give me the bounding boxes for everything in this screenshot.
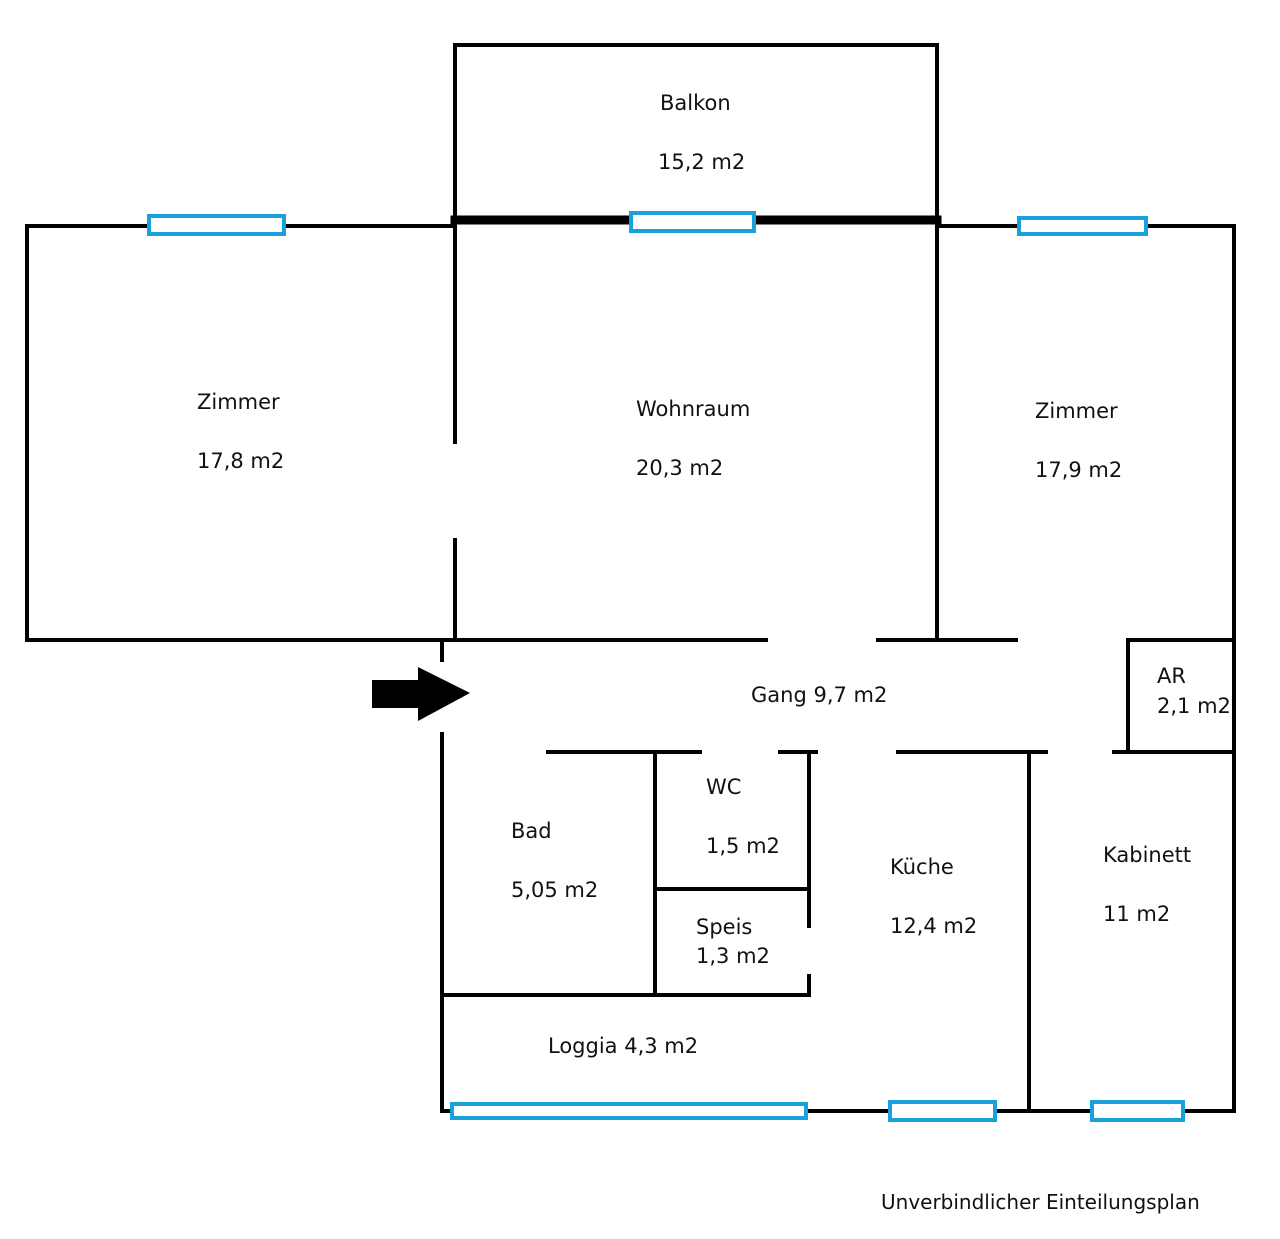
speis-name: Speis: [696, 915, 753, 939]
kabinett-area: 11 m2: [1103, 902, 1171, 926]
ar-name: AR: [1157, 664, 1186, 688]
ar-area: 2,1 m2: [1157, 694, 1231, 718]
balkon-name: Balkon: [660, 91, 731, 115]
zimmer-left-name: Zimmer: [197, 390, 280, 414]
balkon-area: 15,2 m2: [658, 150, 746, 174]
window-top-left: [147, 214, 286, 236]
wc-area: 1,5 m2: [706, 834, 780, 858]
zimmer-left-area: 17,8 m2: [197, 449, 285, 473]
balkon-wall: [453, 43, 939, 224]
plan-caption: Unverbindlicher Einteilungsplan: [881, 1190, 1200, 1214]
loggia-label: Loggia 4,3 m2: [548, 1034, 699, 1058]
walls: [25, 43, 1236, 1113]
window-loggia: [450, 1102, 808, 1120]
window-kueche: [888, 1100, 997, 1122]
arrow-right-icon: [372, 667, 470, 721]
zimmer-right-area: 17,9 m2: [1035, 458, 1123, 482]
speis-area: 1,3 m2: [696, 944, 770, 968]
bad-area: 5,05 m2: [511, 878, 599, 902]
kabinett-name: Kabinett: [1103, 843, 1192, 867]
wohnraum-area: 20,3 m2: [636, 456, 724, 480]
kueche-area: 12,4 m2: [890, 914, 978, 938]
window-balkon-door: [629, 211, 756, 233]
bad-name: Bad: [511, 819, 552, 843]
gang-label: Gang 9,7 m2: [751, 683, 888, 707]
wohnraum-name: Wohnraum: [636, 397, 751, 421]
windows: [147, 211, 1185, 1122]
window-top-right: [1017, 216, 1148, 236]
zimmer-right-name: Zimmer: [1035, 399, 1118, 423]
kueche-name: Küche: [890, 855, 954, 879]
ar-wall: [1126, 638, 1236, 752]
wc-name: WC: [706, 775, 742, 799]
window-kabinett: [1090, 1100, 1185, 1122]
